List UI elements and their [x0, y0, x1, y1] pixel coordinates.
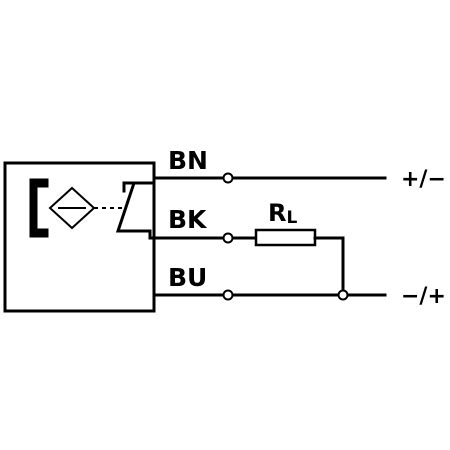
load-resistor	[254, 228, 317, 247]
sensor-housing	[3, 161, 156, 313]
label-bu: BU	[168, 263, 207, 292]
load-label-main: R	[268, 199, 286, 227]
label-bn: BN	[168, 146, 208, 175]
oscillator-icon	[48, 186, 96, 230]
supply-bottom-label: −/+	[401, 284, 446, 309]
supply-top-label: +/−	[401, 167, 446, 192]
terminal-bn	[222, 172, 234, 184]
terminal-bu	[222, 289, 234, 301]
load-label-sub: L	[286, 208, 297, 228]
load-label: RL	[268, 199, 297, 228]
terminal-bk	[222, 232, 234, 244]
resistor-return-line	[313, 236, 345, 297]
junction-node	[337, 289, 349, 301]
sensing-face-icon	[29, 178, 49, 238]
switch-contact-icon	[115, 181, 152, 240]
label-bk: BK	[168, 205, 208, 234]
